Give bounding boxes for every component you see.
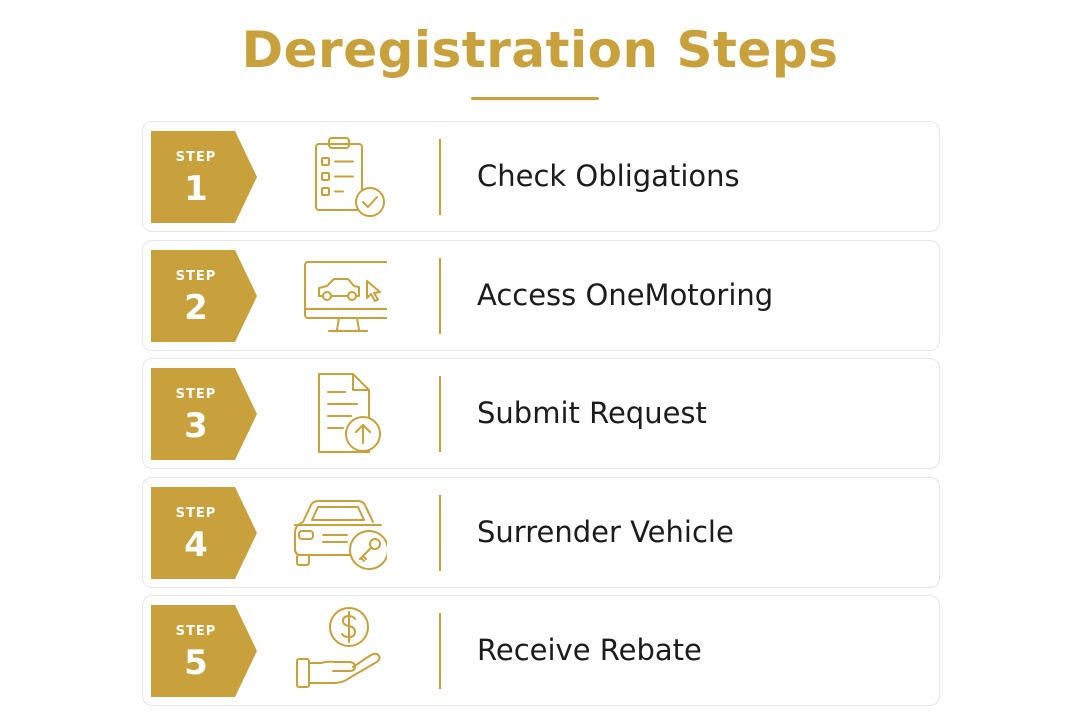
step-divider [439, 257, 441, 334]
step-divider [439, 613, 441, 689]
checklist-clipboard-icon [291, 131, 387, 223]
step-card-4: STEP 4 Surrender Vehicle [142, 476, 940, 588]
step-label: Receive Rebate [477, 633, 702, 667]
step-number: 1 [184, 169, 208, 209]
step-badge-4: STEP 4 [151, 486, 257, 579]
step-card-3: STEP 3 Submit Request [142, 358, 940, 469]
step-number: 5 [184, 643, 208, 683]
step-divider [439, 494, 441, 571]
badge-arrow-shape [151, 131, 257, 223]
step-badge-3: STEP 3 [151, 368, 257, 460]
step-label: Submit Request [477, 396, 707, 430]
step-number: 4 [184, 524, 208, 565]
step-word: STEP [175, 150, 217, 165]
step-number: 3 [184, 406, 208, 446]
computer-monitor-car-icon [291, 250, 392, 342]
title-underline [471, 97, 599, 100]
step-card-5: STEP 5 Receive Rebate [142, 595, 940, 706]
step-divider [439, 376, 441, 452]
step-label: Check Obligations [477, 159, 740, 193]
document-upload-icon [291, 368, 387, 460]
step-card-2: STEP 2 Access OneMotoring [142, 239, 940, 351]
step-card-1: STEP 1 Check Obligations [142, 121, 940, 232]
hand-dollar-coin-icon [291, 605, 387, 697]
car-key-icon [291, 487, 389, 579]
step-badge-2: STEP 2 [151, 249, 257, 342]
step-badge-5: STEP 5 [151, 605, 257, 697]
step-number: 2 [184, 287, 208, 328]
step-divider [439, 139, 441, 215]
step-word: STEP [175, 387, 217, 402]
badge-arrow-shape [151, 605, 257, 697]
step-label: Access OneMotoring [477, 277, 774, 312]
steps-list: STEP 1 Check Obligations [142, 121, 940, 714]
step-word: STEP [175, 268, 217, 284]
badge-arrow-shape [151, 249, 257, 342]
step-label: Surrender Vehicle [477, 514, 734, 549]
step-badge-1: STEP 1 [151, 131, 257, 223]
badge-arrow-shape [151, 486, 257, 579]
step-word: STEP [175, 624, 217, 639]
step-word: STEP [175, 505, 217, 521]
page-title: Deregistration Steps [241, 21, 839, 79]
badge-arrow-shape [151, 368, 257, 460]
